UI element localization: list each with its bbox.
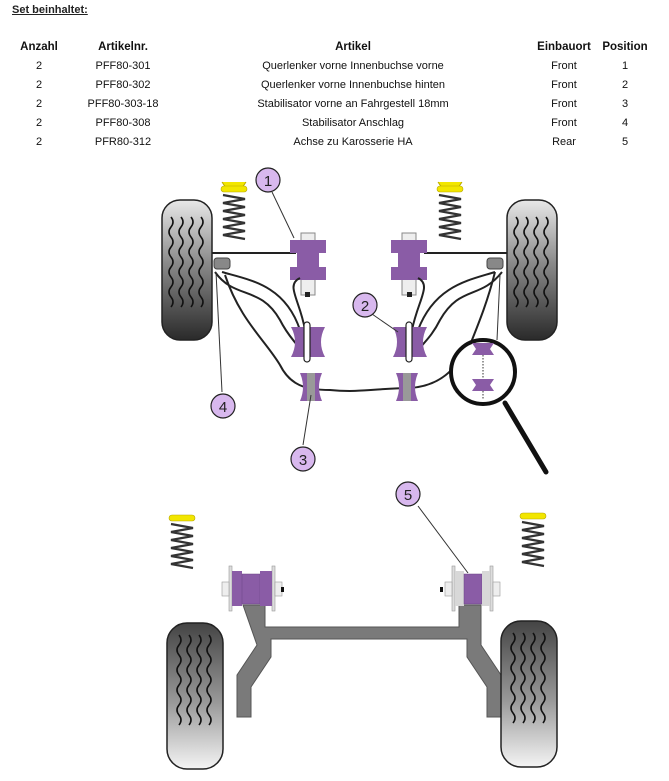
- cell-article: Querlenker vorne Innenbuchse hinten: [260, 78, 446, 91]
- cell-position: 4: [621, 116, 629, 129]
- stabilizer-stop-left: [213, 257, 231, 270]
- stabilizer-stop-right: [486, 257, 504, 270]
- cell-location: Front: [551, 78, 577, 91]
- cell-position: 3: [621, 97, 629, 110]
- cell-location: Front: [551, 116, 577, 129]
- callout-4: 4: [210, 393, 236, 419]
- suspension-diagram: 1 2 3 4 5: [161, 167, 558, 770]
- bushing-pos3-left: [300, 373, 322, 401]
- cell-qty: 2: [35, 135, 43, 148]
- cell-location: Rear: [552, 135, 576, 148]
- table-row: 2 PFF80-302 Querlenker vorne Innenbuchse…: [10, 75, 650, 94]
- cell-position: 2: [621, 78, 629, 91]
- table-row: 2 PFR80-312 Achse zu Karosserie HA Rear …: [10, 132, 650, 151]
- header-artikel: Artikel: [335, 40, 371, 53]
- svg-text:1: 1: [264, 173, 272, 190]
- front-left-tyre: [161, 199, 213, 341]
- cell-part-no: PFF80-302: [95, 78, 151, 91]
- bushing-pos1-right: [391, 232, 427, 297]
- header-einbauort: Einbauort: [537, 40, 591, 53]
- cell-qty: 2: [35, 97, 43, 110]
- cell-article: Stabilisator vorne an Fahrgestell 18mm: [257, 97, 449, 110]
- cell-qty: 2: [35, 116, 43, 129]
- cell-position: 5: [621, 135, 629, 148]
- svg-text:5: 5: [404, 487, 412, 504]
- bushing-pos5-right: [440, 565, 501, 612]
- bushing-pos2-right: [393, 321, 427, 363]
- callout-5: 5: [395, 481, 421, 507]
- cell-part-no: PFF80-301: [95, 59, 151, 72]
- cell-qty: 2: [35, 59, 43, 72]
- cell-article: Achse zu Karosserie HA: [293, 135, 413, 148]
- cell-part-no: PFF80-308: [95, 116, 151, 129]
- front-right-tyre: [506, 199, 558, 341]
- bushing-pos1-left: [290, 232, 326, 297]
- cell-article: Stabilisator Anschlag: [301, 116, 405, 129]
- header-anzahl: Anzahl: [20, 40, 58, 53]
- table-header-row: Anzahl Artikelnr. Artikel Einbauort Posi…: [10, 37, 650, 56]
- cell-position: 1: [621, 59, 629, 72]
- rear-left-spring: [167, 513, 197, 570]
- cell-part-no: PFR80-312: [94, 135, 152, 148]
- cell-location: Front: [551, 97, 577, 110]
- cell-article: Querlenker vorne Innenbuchse vorne: [262, 59, 444, 72]
- magnifier-icon: [449, 338, 549, 475]
- rear-axle-beam: [236, 604, 502, 718]
- bushing-pos3-right: [396, 373, 418, 401]
- parts-table: Anzahl Artikelnr. Artikel Einbauort Posi…: [10, 37, 650, 151]
- cell-qty: 2: [35, 78, 43, 91]
- rear-left-tyre: [166, 622, 224, 770]
- table-row: 2 PFF80-303-18 Stabilisator vorne an Fah…: [10, 94, 650, 113]
- cell-part-no: PFF80-303-18: [87, 97, 159, 110]
- svg-text:2: 2: [361, 298, 369, 315]
- callout-3: 3: [290, 446, 316, 472]
- front-left-spring: [219, 181, 249, 241]
- front-right-spring: [435, 181, 465, 241]
- header-position: Position: [602, 40, 648, 53]
- table-row: 2 PFF80-308 Stabilisator Anschlag Front …: [10, 113, 650, 132]
- rear-right-spring: [518, 511, 548, 568]
- set-title: Set beinhaltet:: [12, 4, 88, 16]
- table-row: 2 PFF80-301 Querlenker vorne Innenbuchse…: [10, 56, 650, 75]
- svg-text:3: 3: [299, 452, 307, 469]
- header-artikelnr: Artikelnr.: [98, 40, 148, 53]
- callout-2: 2: [352, 292, 378, 318]
- bushing-pos2-left: [291, 321, 325, 363]
- svg-text:4: 4: [219, 399, 227, 416]
- callout-1: 1: [255, 167, 281, 193]
- cell-location: Front: [551, 59, 577, 72]
- bushing-pos5-left: [221, 565, 284, 612]
- rear-right-tyre: [500, 620, 558, 768]
